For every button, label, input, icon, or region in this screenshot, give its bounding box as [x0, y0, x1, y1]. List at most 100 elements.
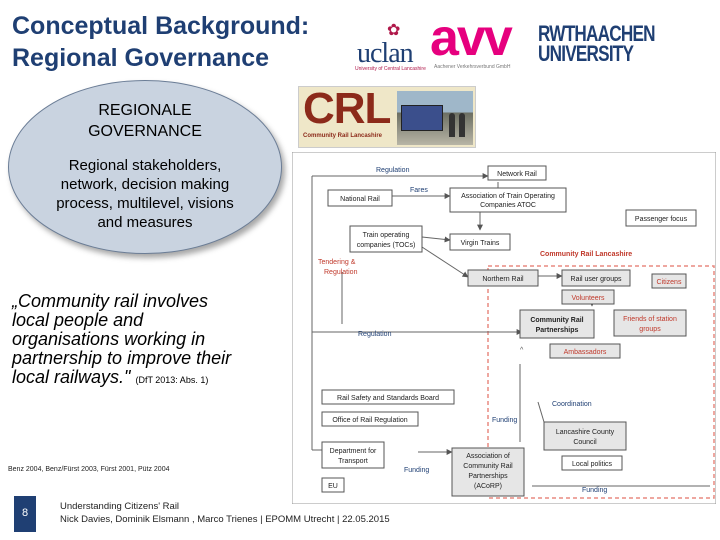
uclan-logo: ✿ uclan University of Central Lancashire	[355, 20, 426, 72]
governance-description-line3: process, multilevel, visions	[56, 195, 234, 212]
label-dft-1: Department for	[330, 448, 377, 455]
label-volunteers: Volunteers	[571, 295, 605, 302]
page-number: 8	[14, 496, 36, 532]
label-friends-2: groups	[639, 326, 661, 333]
slide-title-line2: Regional Governance	[12, 44, 270, 72]
label-lcc-1: Lancashire County	[556, 429, 615, 436]
community-rail-lancashire-region	[487, 265, 715, 499]
label-acorp-3: Partnerships	[468, 473, 508, 480]
label-atoc-2: Companies ATOC	[480, 202, 536, 209]
box-atoc	[449, 187, 567, 213]
label-citizens: Citizens	[657, 279, 682, 286]
label-crp-2: Partnerships	[536, 327, 579, 334]
label-local-politics: Local politics	[572, 461, 613, 468]
box-virgin-trains	[449, 233, 511, 251]
governance-heading-line2: GOVERNANCE	[88, 123, 202, 140]
arrow-toc-northern	[421, 246, 469, 278]
crl-logo: CRL Community Rail Lancashire	[298, 86, 476, 148]
label-acorp-4: (ACoRP)	[474, 483, 502, 490]
person-figure	[449, 113, 455, 137]
label-lcc-2: Council	[573, 439, 597, 446]
footer-line2: Nick Davies, Dominik Elsmann , Marco Tri…	[60, 514, 390, 525]
rwth-logo-line2: UNIVERSITY	[538, 41, 634, 66]
box-volunteers	[561, 289, 615, 305]
label-community-rail-lancashire: Community Rail Lancashire	[540, 251, 632, 258]
governance-diagram: Network Rail National Rail Association o…	[292, 152, 716, 504]
footer-line1: Understanding Citizens' Rail	[60, 501, 180, 512]
quote-line2: local people and	[12, 310, 144, 330]
train-station-photo	[397, 91, 473, 145]
rwth-logo: RWTHAACHEN UNIVERSITY	[538, 21, 663, 68]
footer: Understanding Citizens' Rail Nick Davies…	[60, 500, 390, 526]
quote-line3: organisations working in	[12, 329, 206, 349]
box-dft	[321, 441, 385, 469]
governance-description-line1: Regional stakeholders,	[68, 157, 222, 174]
slide-title: Conceptual Background: Regional Governan…	[12, 10, 309, 74]
box-rail-user-groups	[561, 269, 631, 287]
references: Benz 2004, Benz/Fürst 2003, Fürst 2001, …	[8, 466, 170, 473]
crl-logo-letters: CRL	[303, 86, 391, 133]
label-atoc-1: Association of Train Operating	[461, 193, 555, 200]
person-figure	[459, 113, 465, 137]
label-eu: EU	[328, 483, 338, 490]
box-lancashire-county-council	[543, 421, 627, 451]
box-local-politics	[561, 455, 623, 471]
governance-heading: REGIONALE GOVERNANCE	[8, 100, 282, 142]
arrow-coordination	[537, 401, 545, 423]
label-acorp-2: Community Rail	[463, 463, 513, 470]
box-northern-rail	[467, 269, 539, 287]
avv-logo: avv Aachener Verkehrsverbund GmbH	[430, 9, 530, 72]
label-passenger-focus: Passenger focus	[635, 216, 688, 223]
box-eu	[321, 477, 345, 493]
label-regulation-top: Regulation	[376, 167, 410, 174]
label-rssb: Rail Safety and Standards Board	[337, 395, 439, 402]
label-funding-low: Funding	[404, 467, 429, 474]
quote-source: (DfT 2013: Abs. 1)	[135, 375, 209, 385]
label-acorp-1: Association of	[466, 453, 510, 460]
quote-line5: local railways."	[12, 367, 131, 387]
community-rail-quote: „Community rail involves local people an…	[12, 292, 282, 390]
box-rssb	[321, 389, 455, 405]
avv-logo-word: avv	[430, 9, 513, 67]
label-toc-2: companies (TOCs)	[357, 242, 416, 249]
label-tendering-1: Tendering &	[318, 259, 356, 266]
box-network-rail	[487, 165, 547, 181]
label-network-rail: Network Rail	[497, 171, 537, 178]
avv-logo-subtitle: Aachener Verkehrsverbund GmbH	[434, 64, 511, 70]
slide-title-line1: Conceptual Background:	[12, 12, 310, 40]
box-national-rail	[327, 189, 393, 207]
governance-heading-line1: REGIONALE	[98, 102, 192, 119]
governance-description: Regional stakeholders, network, decision…	[30, 156, 260, 232]
label-orr: Office of Rail Regulation	[332, 417, 407, 424]
label-tendering-2: Regulation	[324, 269, 358, 276]
uclan-logo-word: uclan	[357, 38, 414, 69]
label-crp-1: Community Rail	[530, 317, 583, 324]
label-fares: Fares	[410, 187, 428, 194]
label-rail-user-groups: Rail user groups	[571, 276, 622, 283]
uclan-logo-subtitle: University of Central Lancashire	[355, 66, 426, 72]
quote-line4: partnership to improve their	[12, 348, 232, 368]
label-toc-1: Train operating	[363, 232, 410, 239]
label-ambassadors: Ambassadors	[564, 349, 607, 356]
label-national-rail: National Rail	[340, 196, 380, 203]
label-coordination: Coordination	[552, 401, 592, 408]
train-image	[401, 105, 443, 131]
rwth-logo-line1: RWTHAACHEN	[538, 21, 656, 46]
arrow-toc-virgin	[421, 236, 451, 243]
rose-icon: ✿	[387, 22, 401, 39]
box-ambassadors	[549, 343, 621, 359]
governance-description-line4: and measures	[97, 214, 193, 231]
label-dft-2: Transport	[338, 458, 368, 465]
governance-description-line2: network, decision making	[60, 176, 230, 193]
label-caret: ^	[520, 347, 524, 354]
box-citizens	[651, 273, 687, 289]
label-funding-bottom: Funding	[582, 487, 607, 494]
box-toc	[349, 225, 423, 253]
quote-line1: „Community rail involves	[12, 291, 209, 311]
label-funding-mid: Funding	[492, 417, 517, 424]
label-northern-rail: Northern Rail	[482, 276, 524, 283]
crl-logo-caption: Community Rail Lancashire	[303, 133, 383, 139]
box-crp	[519, 309, 595, 339]
label-friends-1: Friends of station	[623, 316, 677, 323]
box-friends-of-stations	[613, 309, 687, 337]
